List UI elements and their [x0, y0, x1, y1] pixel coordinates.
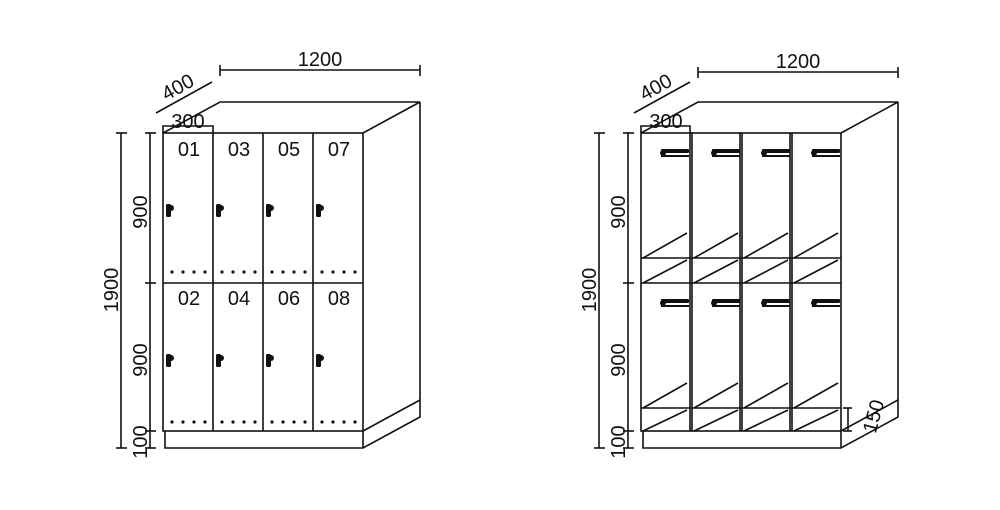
dimension-depth: 400: [633, 70, 691, 114]
svg-text:900: 900: [608, 343, 630, 376]
hanger-rail-icon: [761, 149, 790, 157]
vent-dots: [270, 420, 307, 424]
lock-icon: [266, 354, 274, 367]
door-number: 08: [328, 288, 350, 310]
svg-text:1200: 1200: [298, 49, 343, 71]
svg-text:100: 100: [130, 425, 152, 458]
vent-dots: [170, 270, 207, 274]
dimension-door-width: 300: [162, 111, 214, 133]
svg-text:100: 100: [608, 425, 630, 458]
door-number: 01: [178, 139, 200, 161]
door-number: 05: [278, 139, 300, 161]
cabinet-base: [164, 400, 421, 449]
hanger-rail-icon: [660, 149, 689, 157]
svg-text:900: 900: [130, 343, 152, 376]
dimension-width: 1200: [697, 51, 899, 78]
lock-icon: [166, 204, 174, 217]
cabinet-front: [640, 132, 842, 432]
lock-icon: [166, 354, 174, 367]
lock-icon: [316, 204, 324, 217]
vent-dots: [320, 420, 357, 424]
svg-text:1900: 1900: [579, 268, 601, 313]
dimension-door-heights: 900 900 100: [130, 132, 156, 459]
svg-text:400: 400: [158, 70, 198, 105]
vent-dots: [220, 270, 257, 274]
hanger-rail-icon: [761, 299, 790, 307]
cabinet-top: [162, 101, 421, 134]
shelf-diagonal: [642, 232, 688, 432]
door-number: 04: [228, 288, 250, 310]
hanger-rail-icon: [711, 299, 740, 307]
cabinet-side: [840, 102, 899, 432]
svg-text:150: 150: [859, 397, 889, 435]
vent-dots: [220, 420, 257, 424]
vent-dots: [320, 270, 357, 274]
door-number: 06: [278, 288, 300, 310]
hanger-rail-icon: [811, 299, 840, 307]
cabinet-side: [362, 102, 421, 432]
cabinet-top: [640, 101, 899, 134]
svg-text:300: 300: [649, 111, 682, 133]
dimension-shoe-shelf: 150: [843, 397, 889, 435]
dimension-door-width: 300: [640, 111, 691, 133]
dimension-width: 1200: [219, 49, 421, 76]
vent-dots: [270, 270, 307, 274]
svg-text:900: 900: [608, 195, 630, 228]
locker-interior-view: 1200 400 300 1900 900 900 100: [579, 51, 899, 459]
shelf-diagonal: [693, 232, 739, 432]
dimension-total-height: 1900: [579, 132, 605, 449]
svg-text:400: 400: [636, 70, 676, 105]
lock-icon: [216, 204, 224, 217]
door-number: 07: [328, 139, 350, 161]
svg-text:1900: 1900: [101, 268, 123, 313]
lock-icon: [316, 354, 324, 367]
hanger-rail-icon: [811, 149, 840, 157]
lock-icon: [266, 204, 274, 217]
dimension-total-height: 1900: [101, 132, 127, 449]
shelf-diagonal: [743, 232, 789, 432]
dimension-depth: 400: [155, 70, 213, 114]
hanger-rail-icon: [711, 149, 740, 157]
vent-dots: [170, 420, 207, 424]
svg-text:1200: 1200: [776, 51, 821, 73]
shelf-diagonal: [793, 232, 839, 432]
locker-front-view: 01 03 05 07 02 04 06 08 1200 400 300: [101, 49, 421, 459]
svg-text:300: 300: [171, 111, 204, 133]
door-number: 02: [178, 288, 200, 310]
door-number: 03: [228, 139, 250, 161]
hanger-rail-icon: [660, 299, 689, 307]
lock-icon: [216, 354, 224, 367]
svg-text:900: 900: [130, 195, 152, 228]
dimension-door-heights: 900 900 100: [608, 132, 634, 459]
